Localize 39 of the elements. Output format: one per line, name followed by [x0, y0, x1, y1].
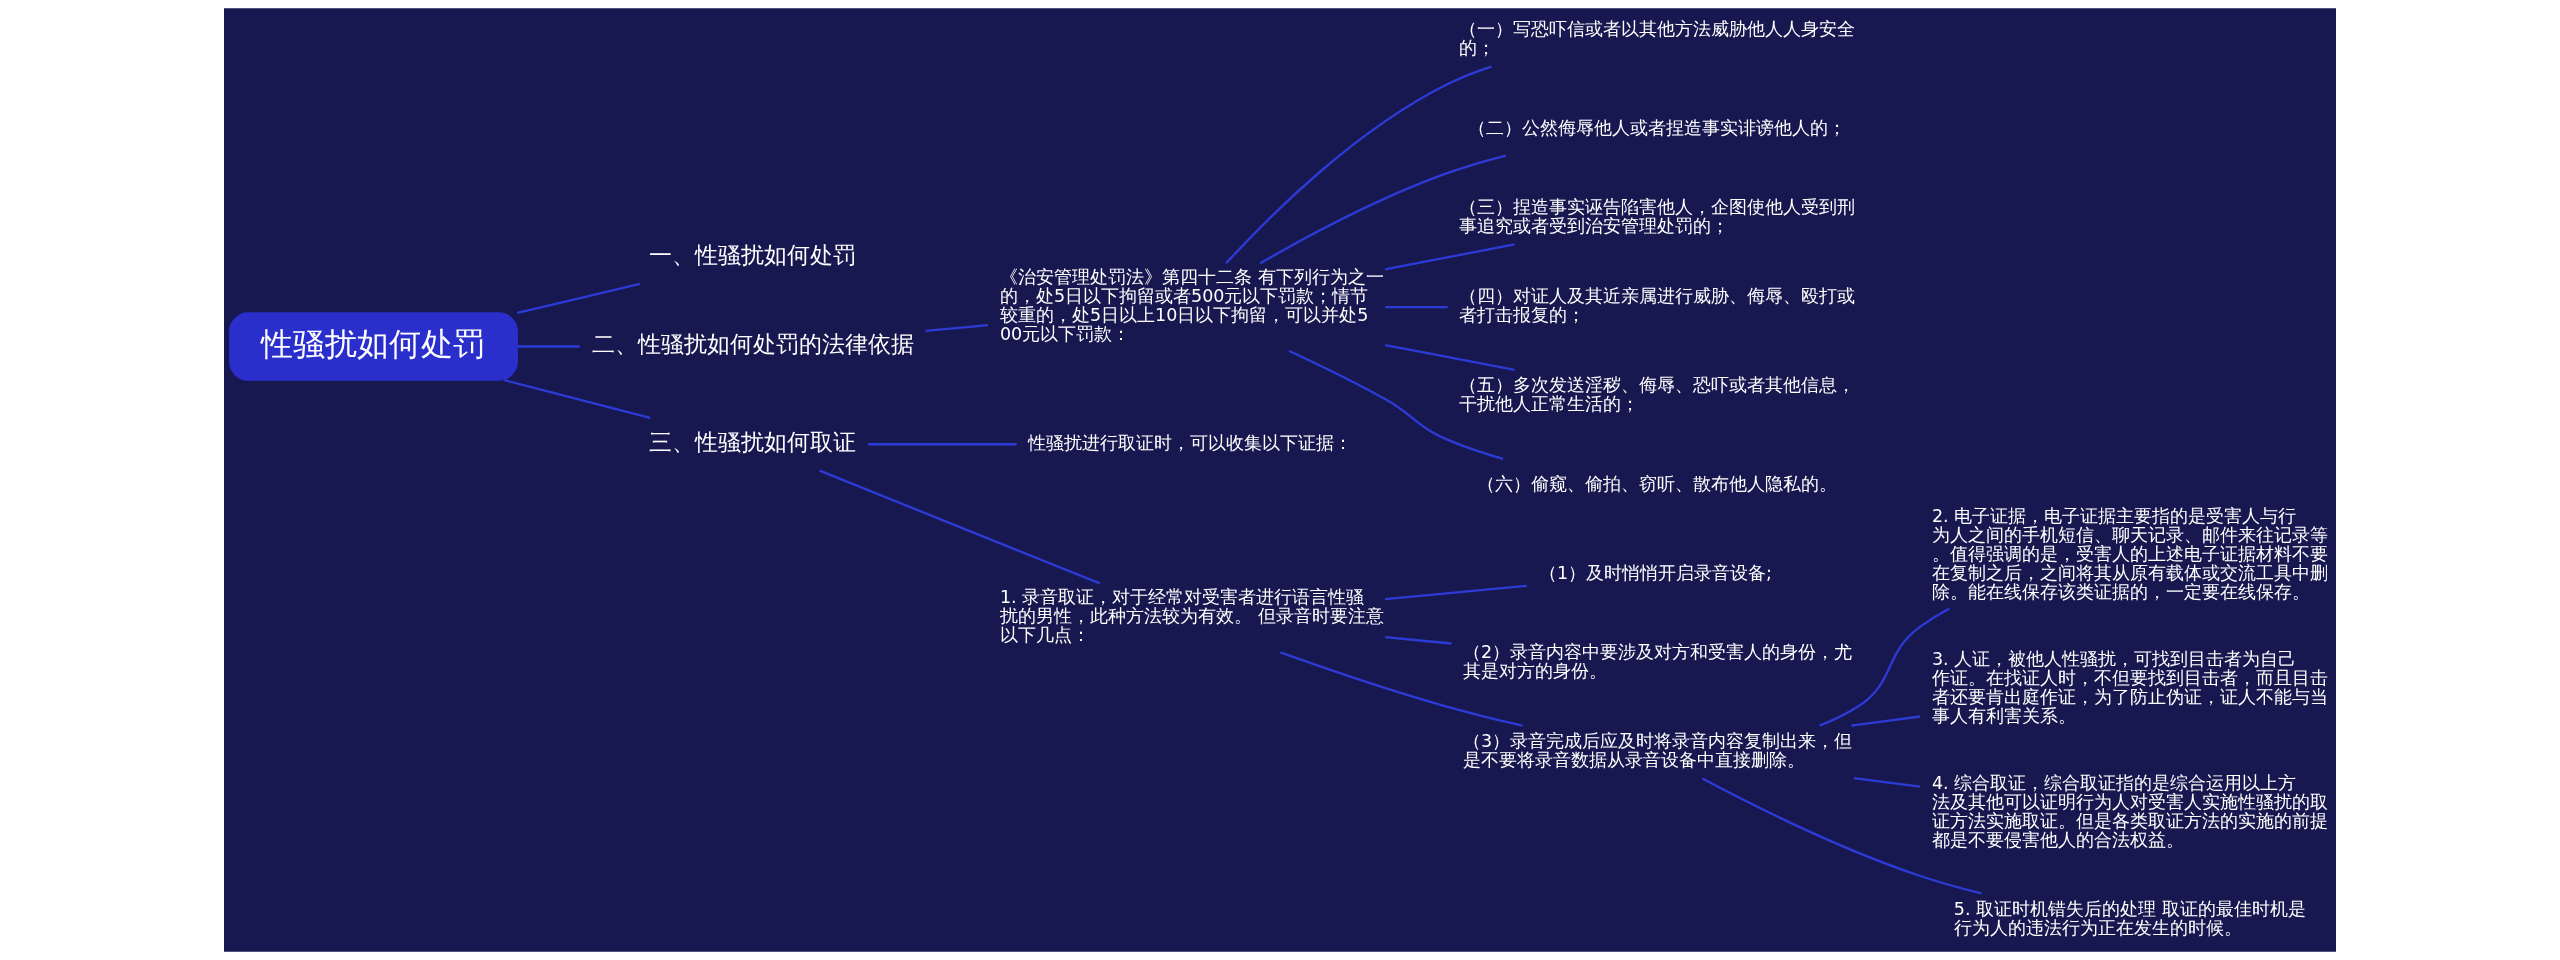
- connector: [1384, 343, 1515, 372]
- connector: [517, 345, 580, 348]
- node-text: （2）录音内容中要涉及对方和受害人的身份，尤其是对方的身份。: [1463, 642, 1853, 682]
- node-text: 2. 电子证据，电子证据主要指的是受害人与行为人之间的手机短信、聊天记录、邮件来往记录等。值得强调的是，受害人的上述电子证据材料不要在复制之后，之间将其从原有载体或交流工具中删除。能在线保存该类证据的，一定要在线保存。: [1931, 505, 2328, 602]
- node-text: 一、性骚扰如何处罚: [649, 241, 857, 270]
- connector: [1384, 243, 1515, 271]
- connector: [868, 443, 1017, 446]
- node-text: （三）捏造事实诬告陷害他人，企图使他人受到刑事追究或者受到治安管理处罚的；: [1459, 197, 1856, 237]
- connector: [1280, 651, 1523, 727]
- connector: [1288, 349, 1504, 460]
- node-text: 《治安管理处罚法》第四十二条 有下列行为之一的，处5日以下拘留或者500元以下罚款；情节较重的，处5日以上10日以下拘留，可以并处500元以下罚款：: [999, 267, 1384, 345]
- connector: [925, 324, 988, 333]
- node-text: 5. 取证时机错失后的处理 取证的最佳时机是行为人的违法行为正在发生的时候。: [1953, 898, 2306, 938]
- connector: [1385, 635, 1452, 645]
- connector: [1225, 65, 1492, 265]
- node-text: 3. 人证，被他人性骚扰，可找到目击者为自己作证。在找证人时，不但要找到目击者，而且目击者还要肯出庭作证，为了防止伪证，证人不能与当事人有利害关系。: [1931, 649, 2328, 727]
- node-text: 1. 录音取证，对于经常对受害者进行语言性骚扰的男性，此种方法较为有效。 但录音时要注意以下几点：: [999, 587, 1384, 646]
- node-text: （一）写恐吓信或者以其他方法威胁他人人身安全的；: [1459, 19, 1856, 59]
- node-text: （六）偷窥、偷拍、窃听、散布他人隐私的。: [1476, 473, 1837, 494]
- connector: [1851, 715, 1921, 727]
- node-text: （3）录音完成后应及时将录音内容复制出来，但是不要将录音数据从录音设备中直接删除。: [1463, 731, 1853, 771]
- node-text: 4. 综合取证，综合取证指的是综合运用以上方法及其他可以证明行为人对受害人实施性骚扰的取证方法实施取证。但是各类取证方法的实施的前提都是不要侵害他人的合法权益。: [1931, 773, 2328, 851]
- node-box: 性骚扰如何处罚: [229, 312, 518, 381]
- connector: [1701, 777, 1982, 895]
- node-text: （五）多次发送淫秽、侮辱、恐吓或者其他信息，干扰他人正常生活的；: [1459, 375, 1856, 415]
- node-text: 二、性骚扰如何处罚的法律依据: [591, 330, 914, 359]
- connector: [819, 469, 1101, 585]
- connector: [1853, 776, 1921, 788]
- connector: [1259, 154, 1507, 265]
- node-text: （1）及时悄悄开启录音设备;: [1538, 562, 1772, 583]
- connector: [1385, 306, 1448, 309]
- connector: [516, 282, 641, 315]
- node-text: （四）对证人及其近亲属进行威胁、侮辱、殴打或者打击报复的；: [1459, 286, 1856, 326]
- node-text: （二）公然侮辱他人或者捏造事实诽谤他人的；: [1468, 117, 1847, 138]
- node-text: 三、性骚扰如何取证: [649, 427, 857, 456]
- connector: [504, 379, 651, 420]
- node-text: 性骚扰进行取证时，可以收集以下证据：: [1028, 432, 1353, 453]
- connector: [1385, 584, 1527, 601]
- connector: [1819, 607, 1950, 727]
